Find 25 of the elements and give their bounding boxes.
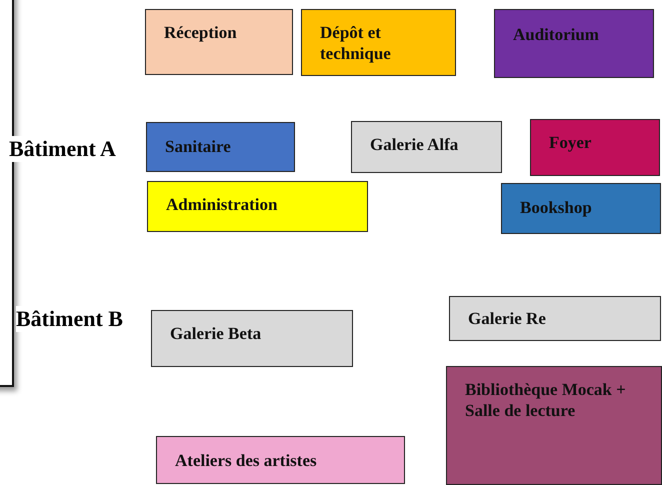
room-box [145, 9, 293, 75]
room-box [146, 122, 295, 172]
room-box [351, 121, 502, 173]
room-box [151, 310, 353, 367]
room-name: Galerie Re [468, 308, 547, 329]
room-box [530, 119, 660, 176]
room-box [446, 366, 662, 485]
room-name: Sanitaire [165, 136, 232, 157]
room-name: Galerie Beta [170, 323, 262, 344]
room-name: Bookshop [520, 197, 593, 218]
room-box [494, 9, 654, 78]
room-box [301, 9, 456, 76]
room-name: Réception [164, 22, 238, 43]
room-box [156, 436, 405, 484]
room-name: Administration [166, 194, 278, 215]
room-name: Dépôt et technique [320, 22, 392, 64]
room-box [147, 181, 368, 232]
room-box [501, 183, 661, 234]
room-name: Bibliothèque Mocak + Salle de lecture [465, 379, 627, 421]
room-name: Galerie Alfa [370, 134, 460, 155]
room-name: Ateliers des artistes [175, 450, 318, 471]
room-name: Auditorium [513, 24, 600, 45]
room-name: Foyer [549, 132, 592, 153]
room-box [449, 296, 661, 341]
building-label: Bâtiment A [9, 136, 116, 162]
